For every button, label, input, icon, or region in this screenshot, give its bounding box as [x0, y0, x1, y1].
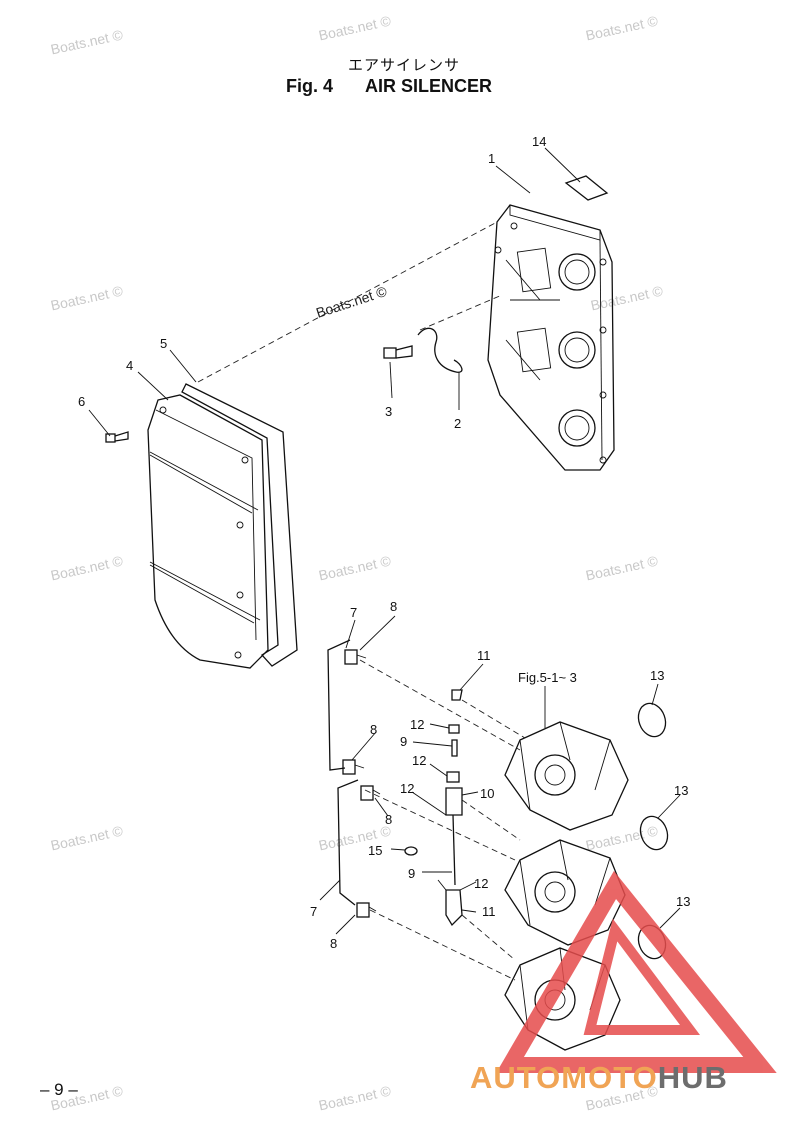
hose-connector: [344, 649, 367, 665]
callout-12: 12: [474, 876, 488, 891]
callout-8: 8: [390, 599, 397, 614]
brand-wordmark: AUTOMOTOHUB: [470, 1060, 728, 1096]
callout-12: 12: [410, 717, 424, 732]
o-ring: [639, 815, 669, 851]
callout-5: 5: [160, 336, 167, 351]
o-ring: [637, 702, 667, 738]
silencer-cover: [147, 394, 269, 669]
callout-8: 8: [370, 722, 377, 737]
brand-logo-mark: [496, 870, 777, 1073]
callout-8: 8: [330, 936, 337, 951]
figure-name: AIR SILENCER: [365, 76, 493, 96]
callout-9: 9: [400, 734, 407, 749]
diagram-watermark: Boats.net ©: [314, 283, 389, 321]
callout-14: 14: [532, 134, 546, 149]
hose-connector: [342, 759, 365, 775]
callout-6: 6: [78, 394, 85, 409]
page-number: – 9 –: [40, 1080, 78, 1099]
callout-4: 4: [126, 358, 133, 373]
callout-1: 1: [488, 151, 495, 166]
callout-9: 9: [408, 866, 415, 881]
link-rod: [437, 689, 463, 927]
hose-connector: [356, 902, 377, 918]
figure-reference: Fig.5-1~ 3: [518, 670, 577, 685]
hose: [327, 639, 351, 771]
carburetor: [504, 839, 626, 946]
brand-wordmark-part1: AUTOMOTO: [470, 1060, 658, 1095]
callout-10: 10: [480, 786, 494, 801]
callout-15: 15: [368, 843, 382, 858]
callout-11: 11: [477, 648, 491, 663]
callout-12: 12: [400, 781, 414, 796]
bolt: [383, 345, 413, 359]
callout-12: 12: [412, 753, 426, 768]
carburetor: [504, 721, 629, 831]
figure-label: Fig. 4: [286, 76, 334, 96]
label-sticker: [564, 175, 609, 201]
hose-connector: [360, 785, 381, 801]
callout-8: 8: [385, 812, 392, 827]
callout-13: 13: [650, 668, 664, 683]
callout-3: 3: [385, 404, 392, 419]
callout-13: 13: [674, 783, 688, 798]
callout-7: 7: [310, 904, 317, 919]
gasket: [181, 383, 298, 667]
screw: [105, 431, 129, 443]
hose: [337, 779, 359, 906]
callout-11: 11: [482, 904, 496, 919]
brand-wordmark-part2: HUB: [657, 1060, 728, 1095]
callout-7: 7: [350, 605, 357, 620]
silencer-base-plate: [487, 204, 615, 471]
callout-13: 13: [676, 894, 690, 909]
small-o-ring: [404, 846, 418, 856]
callout-2: 2: [454, 416, 461, 431]
clip: [417, 327, 463, 373]
japanese-title: エアサイレンサ: [348, 56, 461, 74]
figure-title: Fig. 4 AIR SILENCER: [286, 76, 492, 97]
